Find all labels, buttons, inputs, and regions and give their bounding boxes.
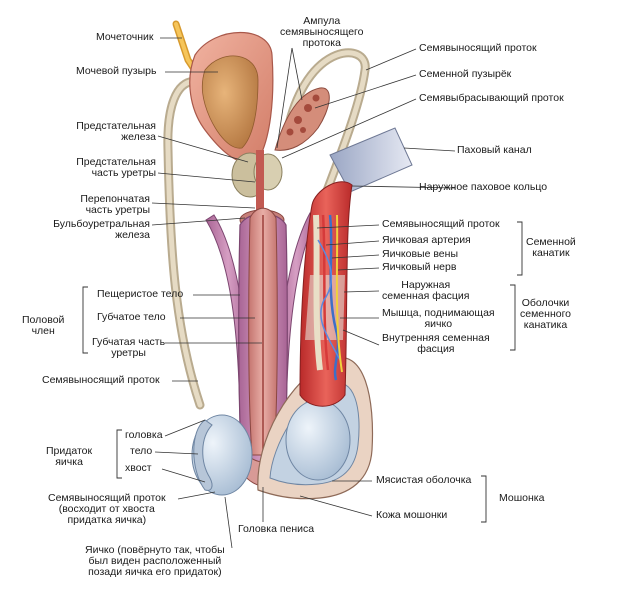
label-corpus-cavernosum: Пещеристое тело bbox=[97, 288, 184, 300]
label-epididymis: Придаток яичка bbox=[46, 445, 93, 468]
label-external-fascia: Наружная семенная фасция bbox=[382, 279, 470, 302]
label-superficial-ring: Наружное паховое кольцо bbox=[419, 181, 548, 193]
seminal-vesicle-texture bbox=[286, 94, 320, 136]
label-spermatic-cord: Семенной канатик bbox=[526, 236, 576, 259]
label-dartos: Мясистая оболочка bbox=[376, 474, 472, 486]
cord-nerve bbox=[335, 214, 343, 373]
label-vas-from-tail: Семявыносящий проток (восходит от хвоста… bbox=[48, 492, 166, 526]
label-bulbourethral: Бульбоуретральная железа bbox=[53, 218, 150, 241]
label-corpus-spongiosum: Губчатое тело bbox=[97, 311, 166, 323]
label-penis: Половой член bbox=[22, 314, 65, 337]
cord-artery bbox=[321, 214, 330, 371]
label-internal-fascia: Внутренняя семенная фасция bbox=[382, 332, 490, 355]
label-scrotal-skin: Кожа мошонки bbox=[376, 509, 448, 521]
label-vas-deferens-mid: Семявыносящий проток bbox=[42, 374, 160, 386]
label-vas-deferens-top: Семявыносящий проток bbox=[419, 42, 537, 54]
label-seminal-vesicle: Семенной пузырёк bbox=[419, 68, 512, 80]
label-testis: Яичко (повёрнуто так, чтобы был виден ра… bbox=[85, 544, 225, 578]
label-ejaculatory-duct: Семявыбрасывающий проток bbox=[419, 92, 564, 104]
leader-lines bbox=[151, 37, 456, 549]
label-ampulla: Ампула семявыносящего протока bbox=[280, 15, 364, 49]
label-epididymis-head: головка bbox=[125, 429, 163, 441]
label-coverings: Оболочки семенного канатика bbox=[520, 297, 572, 331]
label-bladder: Мочевой пузырь bbox=[76, 65, 157, 77]
label-cord-artery: Яичковая артерия bbox=[382, 234, 471, 246]
label-cord-veins: Яичковые вены bbox=[382, 248, 458, 260]
label-prostatic-urethra: Предстательная часть уретры bbox=[76, 156, 156, 179]
label-inguinal-canal: Паховый канал bbox=[457, 144, 532, 156]
label-cord-nerve: Яичковый нерв bbox=[382, 261, 457, 273]
label-cremaster: Мышца, поднимающая яичко bbox=[382, 307, 495, 330]
cord-veins bbox=[328, 214, 340, 381]
cord-vas bbox=[313, 214, 323, 371]
label-glans: Головка пениса bbox=[238, 523, 315, 535]
label-ureter: Мочеточник bbox=[96, 31, 154, 43]
label-epididymis-body: тело bbox=[130, 445, 153, 457]
label-scrotum: Мошонка bbox=[499, 492, 545, 504]
label-cord-vas: Семявыносящий проток bbox=[382, 218, 500, 230]
label-spongy-urethra: Губчатая часть уретры bbox=[92, 336, 166, 359]
epididymis bbox=[193, 419, 213, 491]
label-prostate: Предстательная железа bbox=[76, 120, 156, 143]
inguinal-canal bbox=[329, 127, 413, 193]
bladder-lumen bbox=[201, 55, 259, 149]
brackets bbox=[82, 221, 523, 523]
testis-right bbox=[285, 399, 351, 481]
label-epididymis-tail: хвост bbox=[125, 462, 152, 474]
label-membranous-urethra: Перепончатая часть уретры bbox=[80, 193, 150, 216]
